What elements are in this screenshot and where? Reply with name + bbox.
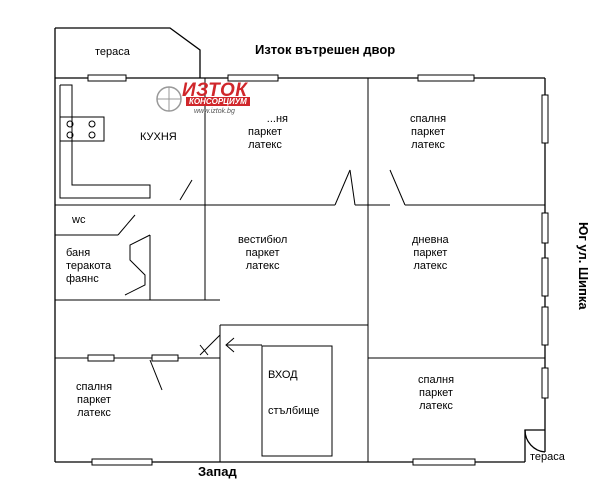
room-terrace-top: тераса xyxy=(95,46,130,58)
room-entrance: ВХОД xyxy=(268,369,298,381)
room-label-line: латекс xyxy=(413,260,448,272)
entrance-arrow-icon xyxy=(225,337,262,353)
room-bedroom-bottom-right: спалня паркет латекс xyxy=(418,374,454,413)
room-kitchen: КУХНЯ xyxy=(140,131,177,143)
room-bedroom-bottom-left: спалня паркет латекс xyxy=(76,381,112,420)
room-vestibule: вестибюл паркет латекс xyxy=(238,234,287,273)
room-label-line: паркет xyxy=(419,387,453,399)
room-label-line: латекс xyxy=(411,139,445,151)
logo-brand: ИЗТОК xyxy=(182,80,248,101)
room-label-line: вестибюл xyxy=(238,234,288,246)
room-label-line: латекс xyxy=(419,400,453,412)
room-label-line: ...ня xyxy=(266,113,288,125)
staircase-outline xyxy=(261,345,333,457)
logo-emblem-icon xyxy=(156,86,182,112)
room-label-line: спалня xyxy=(418,374,455,386)
room-label-line: теракота xyxy=(66,260,112,272)
room-bedroom-top-left: ...ня паркет латекс xyxy=(242,113,288,152)
room-living: дневна паркет латекс xyxy=(412,234,449,273)
room-label-line: латекс xyxy=(245,260,280,272)
room-label-line: спалня xyxy=(410,113,447,125)
room-label-line: баня xyxy=(66,247,91,259)
room-label-line: латекс xyxy=(77,407,111,419)
room-terrace-bottom: тераса xyxy=(530,451,565,463)
kitchen-counter xyxy=(59,84,151,199)
doors xyxy=(117,169,406,391)
east-label: Юг ул. Шипка xyxy=(576,222,591,310)
room-label-line: дневна xyxy=(412,234,449,246)
room-bedroom-top-right: спалня паркет латекс xyxy=(410,113,446,152)
room-bathroom: баня теракота фаянс xyxy=(66,247,111,286)
bathroom-wall xyxy=(124,234,151,296)
room-staircase: стълбище xyxy=(268,405,320,417)
room-label-line: спалня xyxy=(76,381,113,393)
room-label-line: паркет xyxy=(248,126,282,138)
room-label-line: паркет xyxy=(413,247,448,259)
north-label: Изток вътрешен двор xyxy=(255,42,396,57)
logo-url: www.iztok.bg xyxy=(194,108,235,115)
outer-walls xyxy=(54,27,546,463)
room-label-line: паркет xyxy=(77,394,111,406)
south-label: Запад xyxy=(198,464,237,479)
windows xyxy=(87,74,549,466)
room-label-line: паркет xyxy=(245,247,280,259)
room-label-line: фаянс xyxy=(66,273,99,285)
logo-subtitle: КОНСОРЦИУМ xyxy=(186,97,250,106)
company-logo: ИЗТОК КОНСОРЦИУМ www.iztok.bg xyxy=(152,80,260,124)
room-label-line: латекс xyxy=(248,139,282,151)
room-label-line: паркет xyxy=(411,126,445,138)
room-wc: wc xyxy=(72,214,86,226)
interior-walls xyxy=(55,78,545,462)
